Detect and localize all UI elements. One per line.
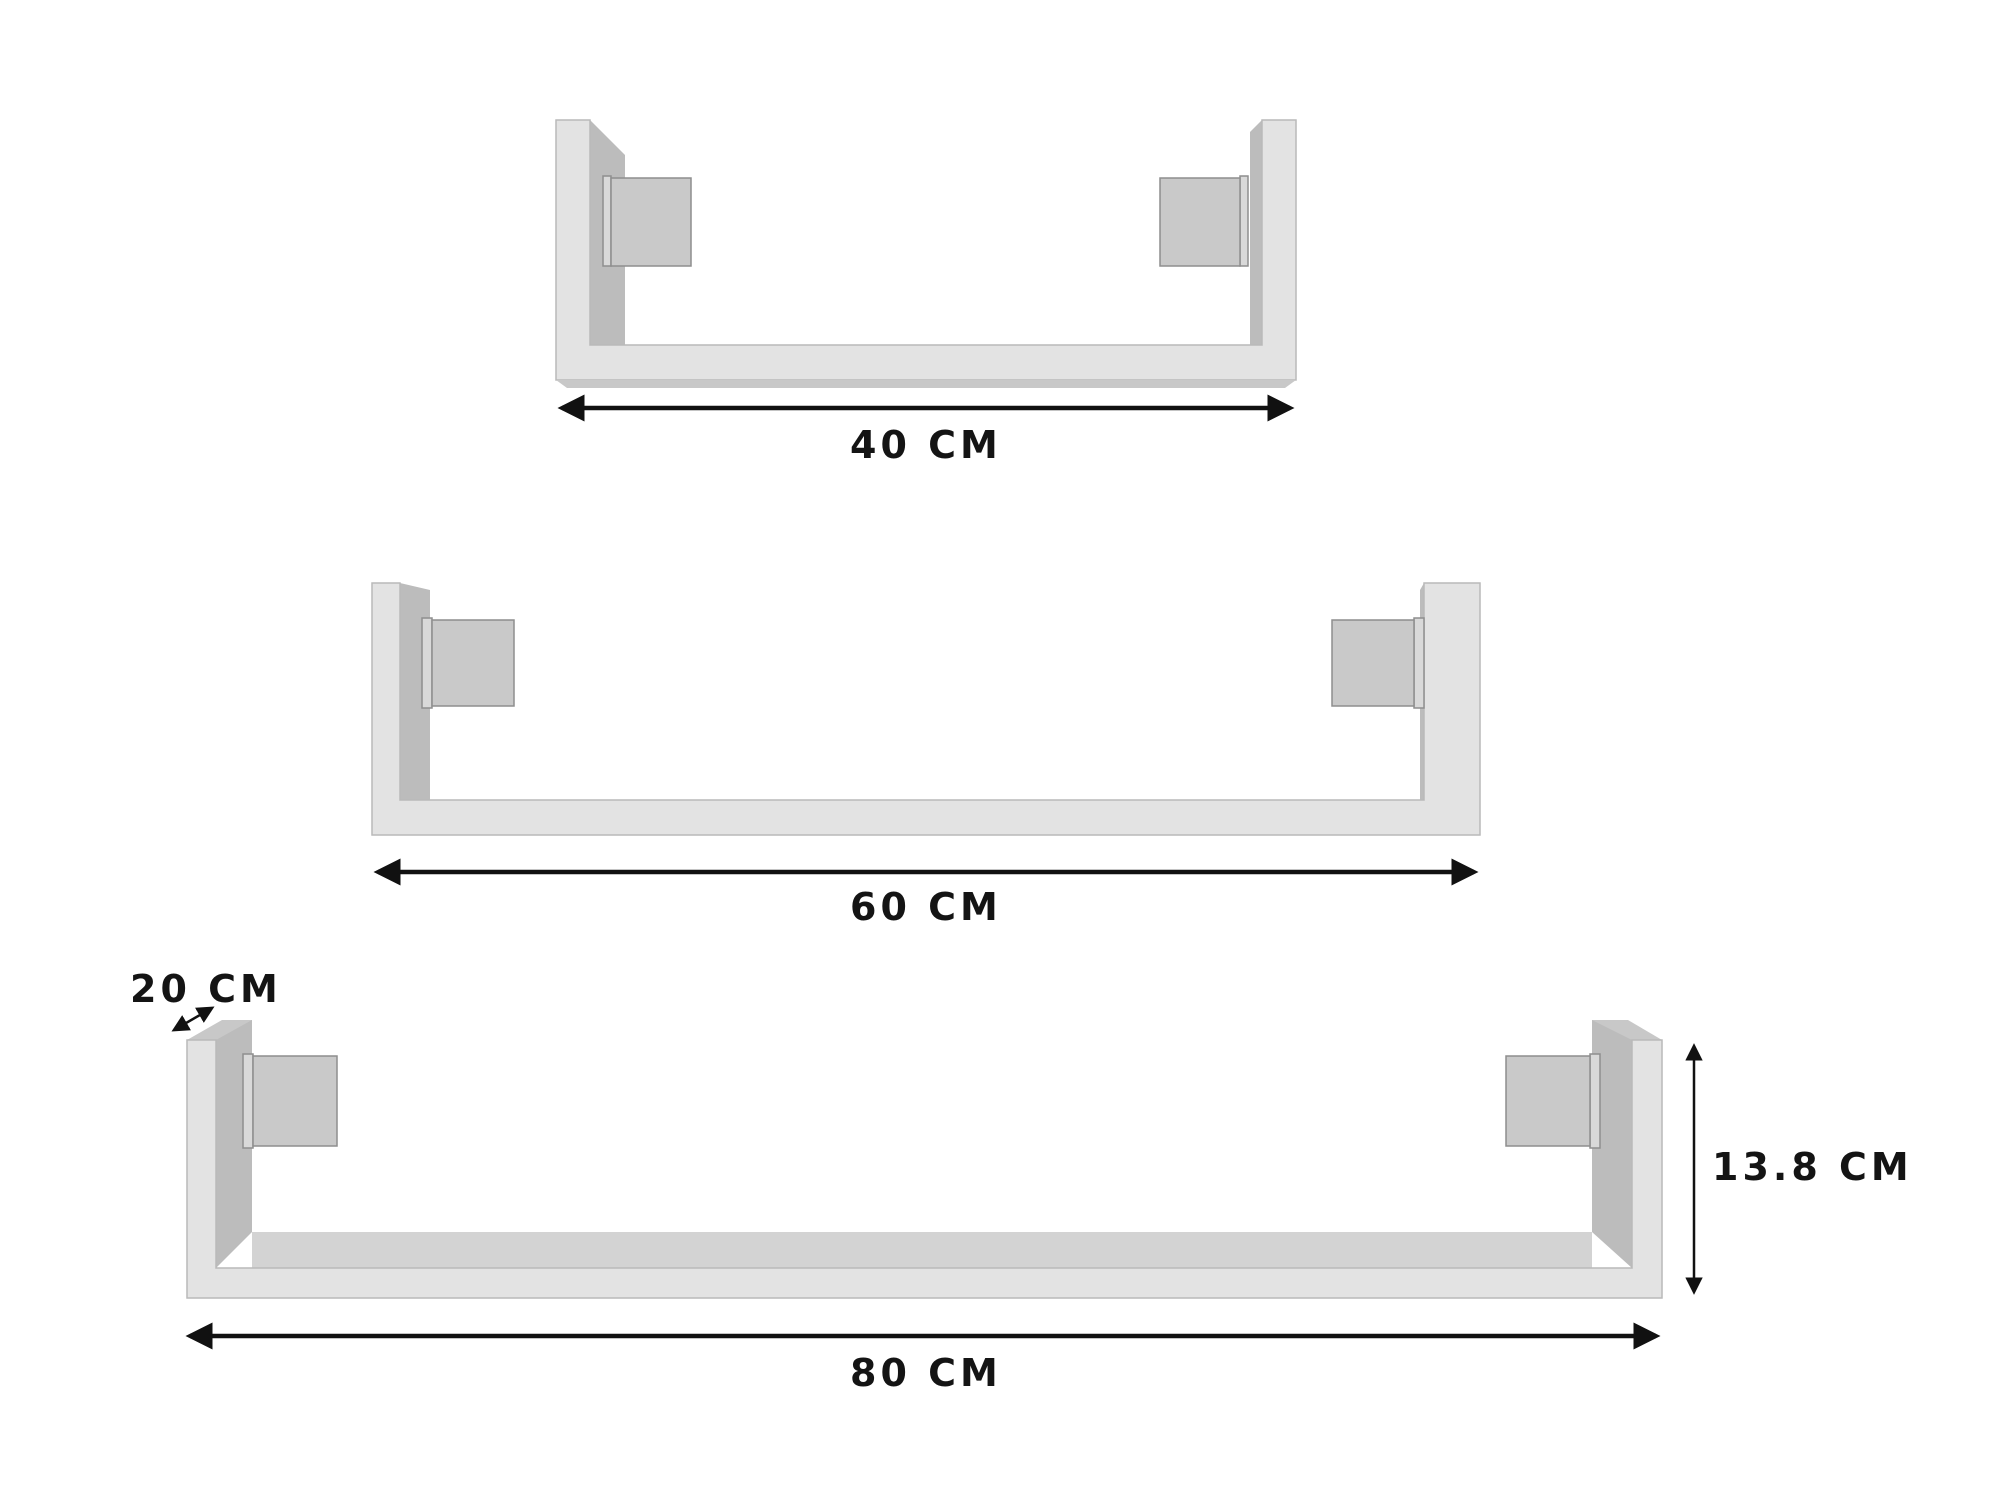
shelf-small [555,119,1297,422]
width-label-80: 80 CM [850,1351,1002,1395]
bracket-right [1159,175,1249,267]
shelf-medium [371,582,1481,886]
width-label-40: 40 CM [850,423,1002,467]
bracket-right [1505,1053,1601,1149]
bracket-left [242,1053,338,1149]
depth-dimension-arrow [171,1006,215,1032]
bracket-left [421,617,515,709]
bracket-right [1331,617,1425,709]
height-label-13-8: 13.8 CM [1712,1145,1913,1189]
shelf-large [171,1006,1703,1350]
width-label-60: 60 CM [850,885,1002,929]
depth-label-20: 20 CM [130,967,282,1011]
bracket-left [602,175,692,267]
